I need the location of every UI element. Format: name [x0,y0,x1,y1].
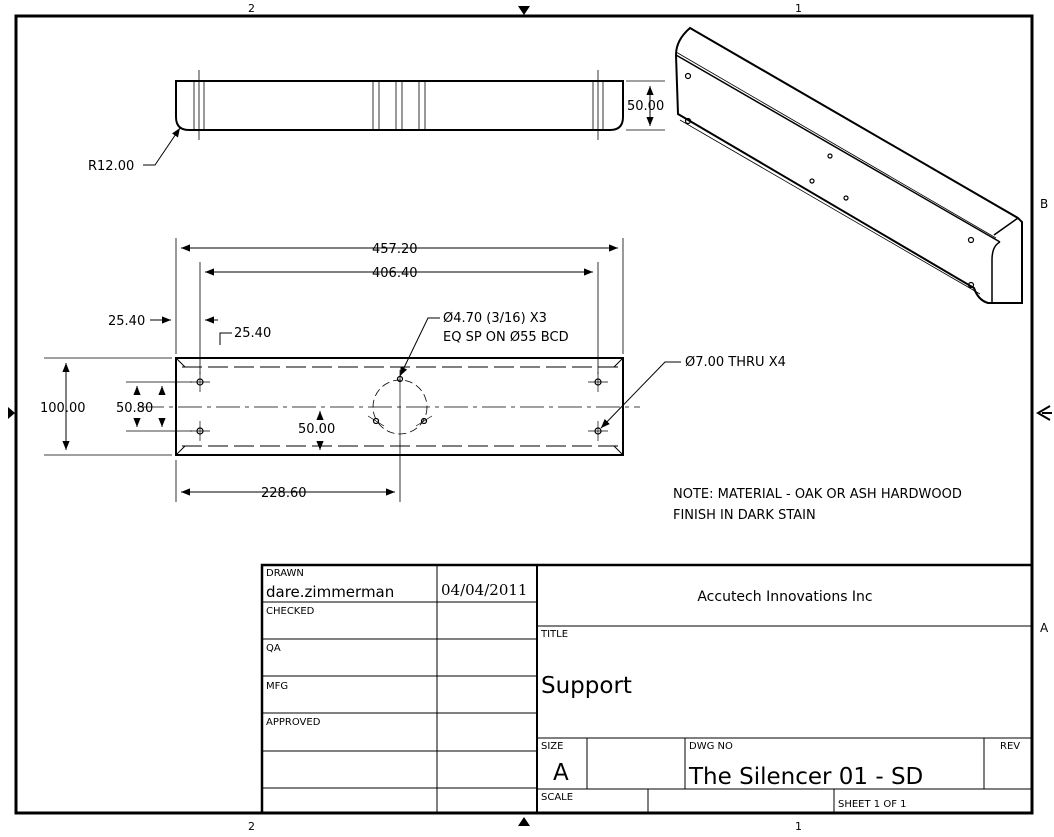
sheet-border [14,14,1034,815]
note-line-2: FINISH IN DARK STAIN [673,508,816,523]
tb-checked-label: CHECKED [266,606,315,617]
zone-label-top-right: 1 [795,2,802,15]
dim-fillet-radius: R12.00 [88,159,134,174]
side-view [143,70,665,166]
zone-label-bottom-right: 1 [795,820,802,833]
zone-label-right-a: A [1040,621,1049,635]
tb-mfg-label: MFG [266,681,288,692]
note-line-1: NOTE: MATERIAL - OAK OR ASH HARDWOOD [673,487,962,502]
zone-label-right-b: B [1040,197,1048,211]
tb-title-label: TITLE [540,629,568,640]
title-block [260,563,1034,815]
dim-center-distance: 228.60 [261,486,307,501]
isometric-view [674,26,1023,304]
tb-dwg-no-label: DWG NO [689,741,733,752]
tb-company: Accutech Innovations Inc [697,589,872,605]
callout-thru-holes: Ø7.00 THRU X4 [685,355,786,370]
tb-qa-label: QA [266,643,281,654]
center-mark-right-icon [1036,405,1052,421]
tb-sheet: SHEET 1 OF 1 [838,799,907,810]
zone-label-top-left: 2 [248,2,255,15]
tb-approved-label: APPROVED [266,717,321,728]
tb-scale-label: SCALE [541,792,573,803]
tb-drawn-by: dare.zimmerman [266,583,394,601]
dim-edge-offset-left: 25.40 [108,314,145,329]
center-mark-left-icon [8,407,15,419]
center-mark-bottom-icon [518,817,530,826]
dim-hole-span: 406.40 [372,266,418,281]
plan-view [44,238,681,502]
tb-dwg-no: The Silencer 01 - SD [688,764,923,790]
dim-hole-row-spacing: 50.80 [116,401,153,416]
tb-title: Support [541,673,632,699]
center-mark-top-icon [518,6,530,15]
callout-small-holes-line2: EQ SP ON Ø55 BCD [443,330,569,345]
dim-height-side: 50.00 [627,99,664,114]
dim-overall-width: 100.00 [40,401,86,416]
dim-mid-offset: 50.00 [298,422,335,437]
tb-size-label: SIZE [541,741,563,752]
callout-small-holes-line1: Ø4.70 (3/16) X3 [443,311,547,326]
zone-label-bottom-left: 2 [248,820,255,833]
tb-drawn-date: 04/04/2011 [441,581,527,599]
tb-rev-label: REV [1000,741,1020,752]
dim-edge-offset-right: 25.40 [234,326,271,341]
tb-drawn-label: DRAWN [266,568,304,579]
dim-overall-length: 457.20 [372,242,418,257]
tb-size: A [553,760,569,786]
